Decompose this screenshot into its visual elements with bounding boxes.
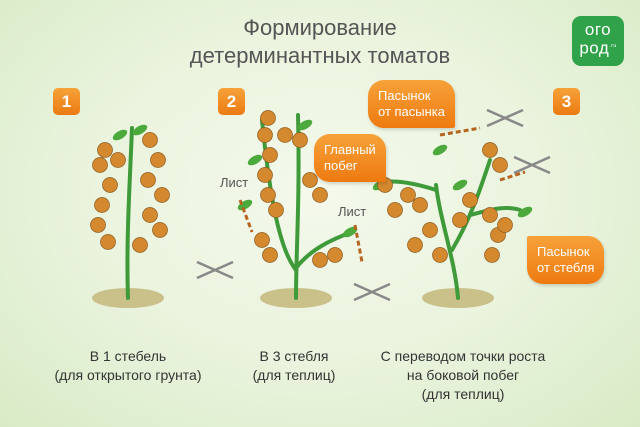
callout-main-shoot: Главный побег [314,134,386,182]
tomato [154,187,170,203]
diagram-title: Формирование детерминантных томатов [0,14,640,70]
callout-line: Пасынок [378,88,431,103]
callout-line: побег [324,158,358,173]
tomato [484,247,500,263]
tomato [152,222,168,238]
tomato [497,217,513,233]
tomato [94,197,110,213]
step-badge-2: 2 [218,88,245,115]
tomato [262,147,278,163]
cut-line [353,224,364,263]
caption-line: (для теплиц) [421,386,505,402]
tomato [100,234,116,250]
leaf [452,179,468,191]
caption-line: С переводом точки роста [380,348,546,364]
step-badge-1: 1 [53,88,80,115]
title-line-1: Формирование [243,15,397,40]
cut-line [439,126,481,137]
callout-line: Пасынок [537,244,590,259]
callout-line: Главный [324,142,376,157]
tomato [492,157,508,173]
leaf [297,119,313,131]
leaf [132,124,148,136]
tomato [142,132,158,148]
scissors-icon [513,155,551,175]
tomato [102,177,118,193]
tomato [432,247,448,263]
tomato [302,172,318,188]
tomato [260,187,276,203]
tomato [407,237,423,253]
callout-line: от стебля [537,260,595,275]
leaf [237,199,253,211]
callout-line: от пасынка [378,104,446,119]
tomato [262,247,278,263]
tomato [387,202,403,218]
caption-2: В 3 стебля (для теплиц) [253,347,336,385]
step-badge-3: 3 [553,88,580,115]
stem [434,183,460,300]
tomato [132,237,148,253]
tomato [90,217,106,233]
scissors-icon [353,282,391,302]
caption-line: на боковой побег [406,367,520,383]
tomato [482,207,498,223]
cut-line [238,199,254,233]
tomato [254,232,270,248]
caption-3: С переводом точки роста на боковой побег… [381,347,546,404]
tomato [110,152,126,168]
tomato [142,207,158,223]
stem [468,205,522,217]
tomato [257,127,273,143]
scissors-icon [196,260,234,280]
leaf-label-left: Лист [220,175,249,190]
stem [125,126,134,300]
tomato [257,167,273,183]
logo-line-2: род [579,38,610,58]
tomato [292,132,308,148]
tomato [400,187,416,203]
tomato [452,212,468,228]
logo-suffix: .ru [609,43,617,49]
leaf [517,206,533,218]
tomato [312,252,328,268]
tomato [482,142,498,158]
leaf [342,226,358,238]
logo-line-1: ого [584,20,612,39]
title-line-2: детерминантных томатов [189,43,451,68]
tomato [277,127,293,143]
scissors-icon [486,108,524,128]
logo: ого род.ru [572,16,624,66]
leaf-label-right: Лист [338,204,367,219]
tomato [462,192,478,208]
tomato [312,187,328,203]
tomato [150,152,166,168]
callout-side-from-stem: Пасынок от стебля [527,236,605,284]
tomato [327,247,343,263]
tomato [260,110,276,126]
caption-line: (для открытого грунта) [54,367,202,383]
leaf [432,144,448,156]
tomato [92,157,108,173]
tomato [412,197,428,213]
tomato [268,202,284,218]
leaf [247,154,263,166]
leaf [112,129,128,141]
caption-line: (для теплиц) [252,367,336,383]
caption-1: В 1 стебель (для открытого грунта) [54,347,201,385]
caption-line: В 1 стебель [89,348,167,364]
tomato [140,172,156,188]
tomato [422,222,438,238]
tomato [97,142,113,158]
caption-line: В 3 стебля [259,348,329,364]
cut-line [499,170,526,182]
callout-side-from-side: Пасынок от пасынка [368,80,456,128]
